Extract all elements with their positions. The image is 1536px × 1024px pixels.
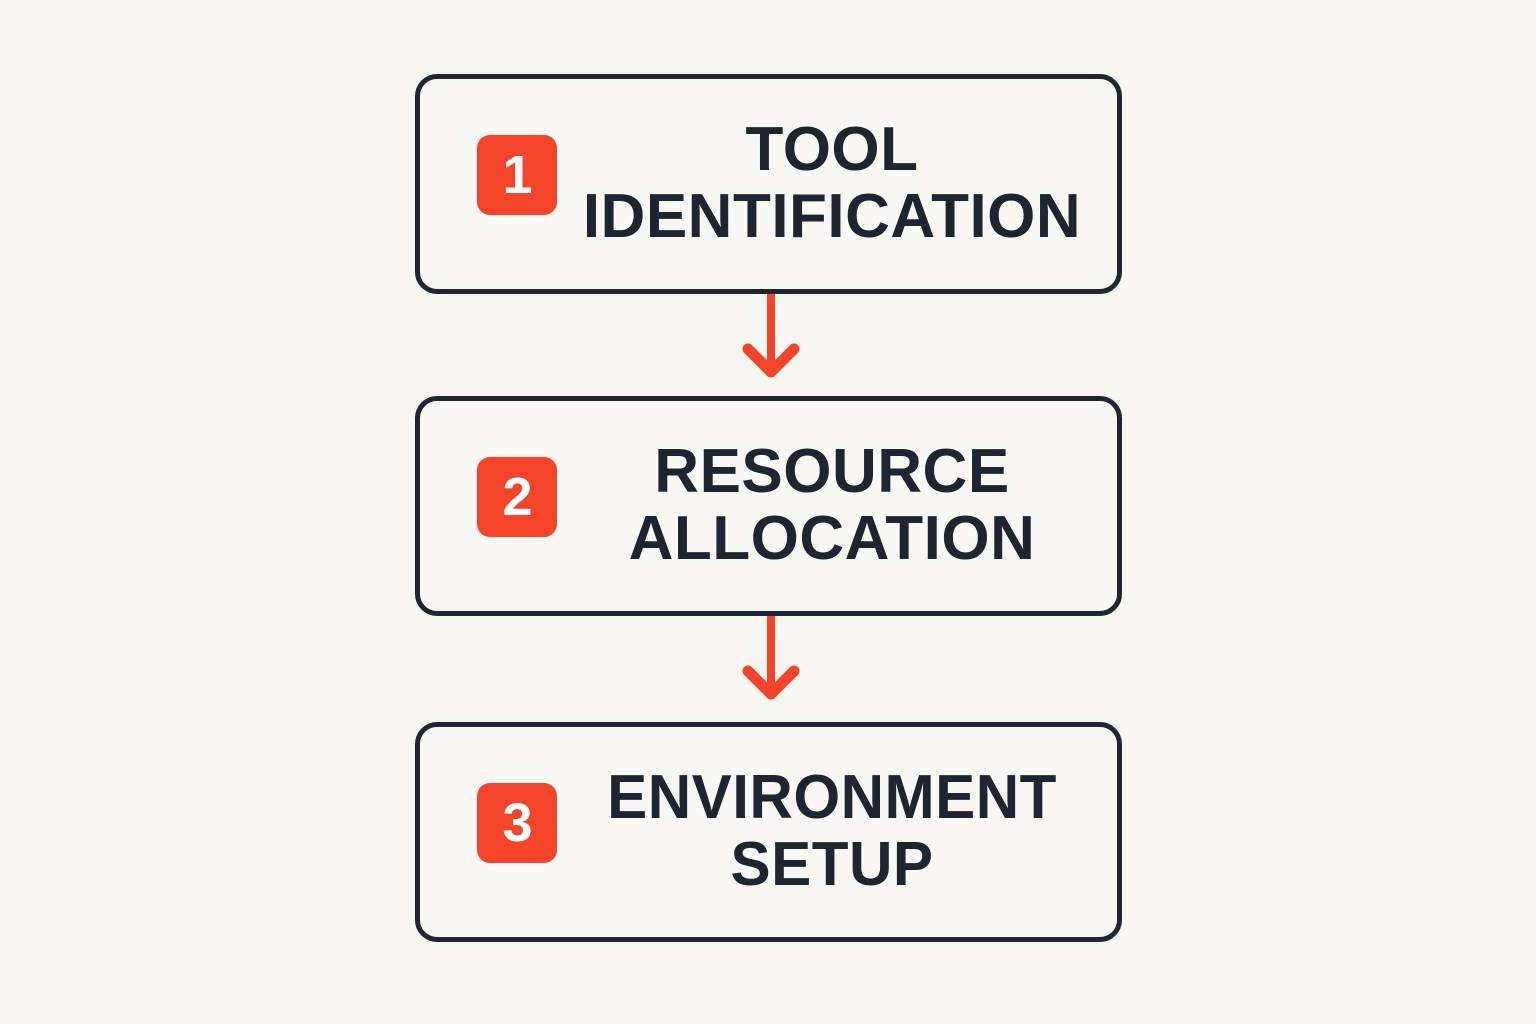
step-label-1: TOOL IDENTIFICATION bbox=[582, 115, 1082, 251]
step-label-3: ENVIRONMENT SETUP bbox=[607, 763, 1057, 899]
flow-step-1[interactable]: 1 TOOL IDENTIFICATION bbox=[415, 74, 1122, 294]
connector-arrow-2-to-3 bbox=[736, 614, 806, 714]
flow-step-3[interactable]: 3 ENVIRONMENT SETUP bbox=[415, 722, 1122, 942]
step-number-badge-2: 2 bbox=[477, 457, 557, 537]
connector-arrow-1-to-2 bbox=[736, 292, 806, 392]
step-number-badge-1: 1 bbox=[477, 135, 557, 215]
down-arrow-icon bbox=[742, 616, 800, 700]
down-arrow-icon bbox=[742, 294, 800, 378]
step-number-badge-3: 3 bbox=[477, 783, 557, 863]
flow-step-2[interactable]: 2 RESOURCE ALLOCATION bbox=[415, 396, 1122, 616]
step-label-2: RESOURCE ALLOCATION bbox=[628, 437, 1036, 573]
